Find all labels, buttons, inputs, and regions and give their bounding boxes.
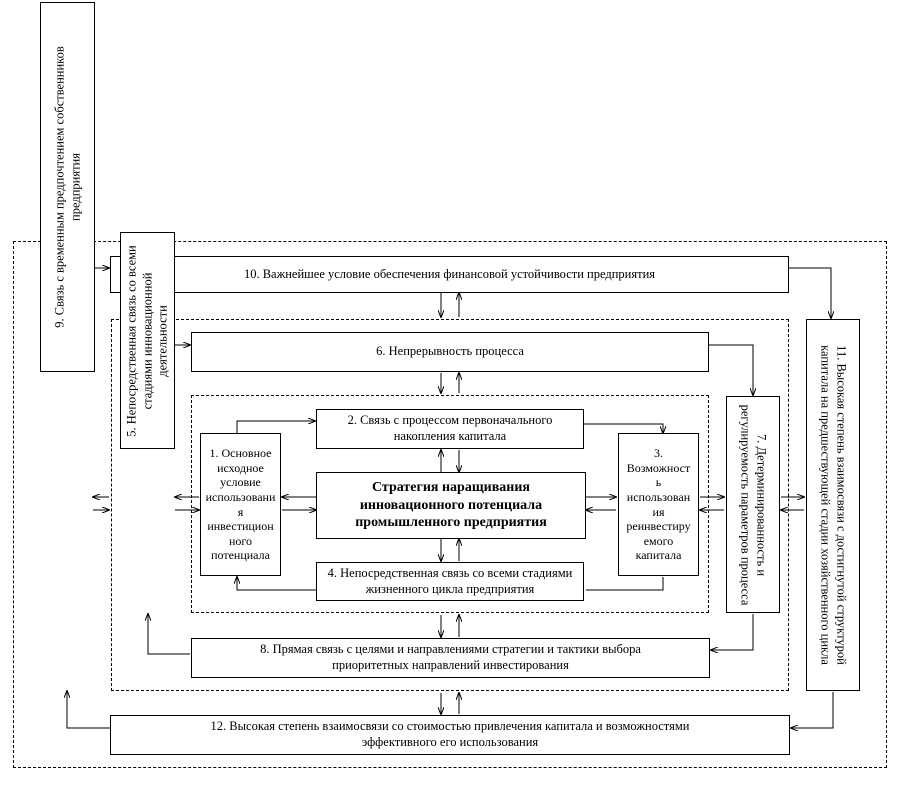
box-4-label: 4. Непосредственная связь со всеми стади…: [327, 565, 573, 596]
box-6-continuity: 6. Непрерывность процесса: [191, 332, 709, 372]
box-12-label: 12. Высокая степень взаимосвязи со стоим…: [210, 719, 690, 749]
outer-dashed-frame: [13, 241, 887, 768]
box-1-basic-condition: 1. Основное исходное условие использован…: [200, 433, 281, 576]
inner-dashed-frame: [191, 395, 709, 613]
box-8-label: 8. Прямая связь с целями и направлениями…: [260, 642, 641, 672]
box-11-capital-structure: 11. Высокая степень взаимосвязи с достиг…: [806, 319, 860, 691]
box-5-innovation-stages: 5. Непосредственная связь со всеми стади…: [120, 232, 175, 449]
box-12-capital-cost: 12. Высокая степень взаимосвязи со стоим…: [110, 715, 790, 755]
box-6-label: 6. Непрерывность процесса: [376, 344, 524, 359]
box-7-determinism: 7. Детерминированность и регулируемость …: [726, 396, 780, 613]
middle-dashed-frame: [111, 319, 789, 691]
box-10-financial-stability: 10. Важнейшее условие обеспечения финанс…: [110, 256, 789, 293]
box-5-label: 5. Непосредственная связь со всеми стади…: [124, 244, 170, 437]
central-strategy-box: Стратегия наращивания инновационного пот…: [316, 472, 586, 539]
box-3-reinvestment: 3. Возможност ь использован ия реинвести…: [618, 433, 699, 576]
box-4-lifecycle-link: 4. Непосредственная связь со всеми стади…: [316, 562, 584, 601]
box-11-label: 11. Высокая степень взаимосвязи с достиг…: [819, 345, 849, 665]
box-2-label: 2. Связь с процессом первоначального нак…: [347, 413, 553, 443]
box-9-owner-preference: 9. Связь с временным предпочтением собст…: [40, 2, 95, 372]
box-9-label: 9. Связь с временным предпочтением собст…: [51, 46, 82, 328]
box-3-label: 3. Возможност ь использован ия реинвести…: [626, 446, 691, 563]
box-1-label: 1. Основное исходное условие использован…: [205, 446, 276, 563]
box-2-capital-accumulation: 2. Связь с процессом первоначального нак…: [316, 409, 584, 449]
central-strategy-label: Стратегия наращивания инновационного пот…: [355, 480, 547, 531]
box-10-label: 10. Важнейшее условие обеспечения финанс…: [243, 266, 656, 281]
box-7-label: 7. Детерминированность и регулируемость …: [739, 404, 769, 605]
box-8-strategy-goals: 8. Прямая связь с целями и направлениями…: [191, 638, 710, 678]
